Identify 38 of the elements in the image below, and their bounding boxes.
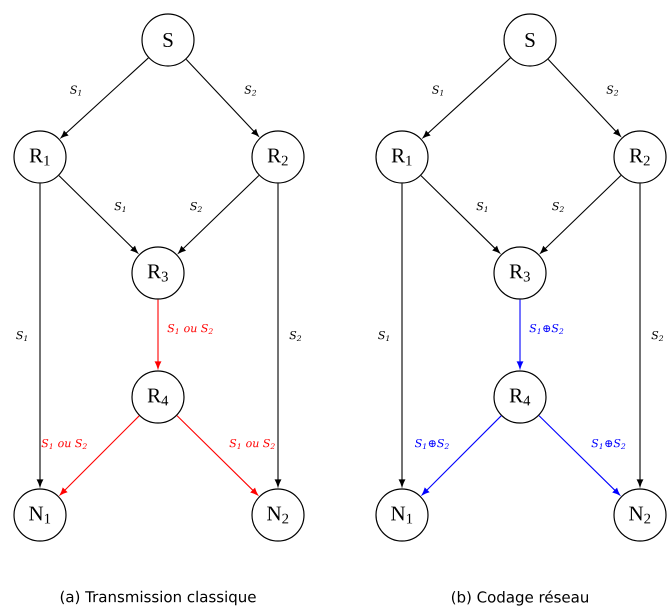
arrow	[540, 175, 622, 254]
arrow	[398, 184, 406, 487]
arrow	[516, 300, 524, 369]
arrow	[176, 415, 258, 496]
arrow	[186, 59, 259, 137]
edge-label: S$_{2}$	[290, 330, 302, 342]
arrow	[274, 184, 282, 487]
arrow	[538, 415, 620, 496]
arrow	[58, 175, 138, 254]
arrow	[36, 184, 44, 487]
arrow	[422, 58, 511, 138]
edge-label: S$_{1}$⊕S$_{2}$	[592, 438, 626, 450]
edge-label: S$_{1}$ ou S$_{2}$	[42, 438, 87, 450]
caption: (a) Transmission classique	[60, 590, 256, 606]
arrow	[420, 175, 500, 254]
edge-label: S$_{1}$ ou S$_{2}$	[230, 438, 275, 450]
edge-label: S$_{2}$	[652, 330, 664, 342]
arrow	[178, 175, 260, 254]
edge-label: S$_{1}$	[114, 202, 126, 212]
edge-label: S$_{2}$	[606, 85, 618, 96]
arrow	[60, 415, 140, 496]
edge-label: S$_{1}$⊕S$_{2}$	[415, 438, 449, 450]
edge-label: S$_{2}$	[244, 85, 256, 96]
edge-label: S$_{1}$	[16, 330, 27, 342]
edge-label: S$_{1}$⊕S$_{2}$	[530, 324, 564, 334]
arrow	[548, 59, 621, 137]
arrow	[60, 58, 149, 138]
edge-label: S$_{2}$	[190, 202, 202, 212]
arrow	[636, 184, 644, 487]
caption: (b) Codage réseau	[452, 590, 588, 606]
edge-label: S$_{1}$	[70, 85, 81, 96]
arrow	[422, 415, 502, 496]
edge-label: S$_{1}$ ou S$_{2}$	[168, 324, 213, 334]
edge-label: S$_{1}$	[378, 330, 389, 342]
edge-label: S$_{1}$	[476, 202, 488, 212]
edge-label: S$_{1}$	[432, 85, 443, 96]
arrow	[154, 300, 162, 369]
edge-label: S$_{2}$	[552, 202, 564, 212]
